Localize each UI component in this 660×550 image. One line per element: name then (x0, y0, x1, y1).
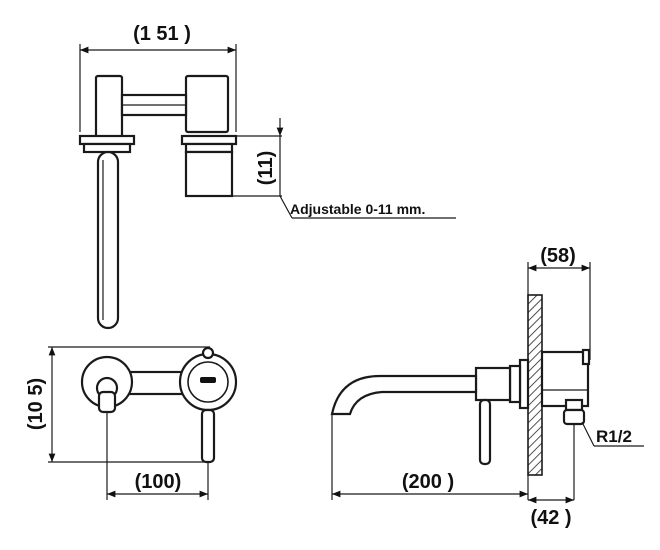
adjustable-note: Adjustable 0-11 mm. (290, 201, 425, 217)
spacing-dimension-label: (100) (135, 471, 182, 493)
height-dimension-label: (10 5) (25, 378, 47, 430)
side-view: (58) (200 ) (42 ) R1/2 (330, 245, 644, 529)
flange-right (180, 134, 238, 146)
spout-side (330, 374, 478, 416)
leader-line (279, 195, 293, 219)
front-connecting-bar (124, 370, 186, 396)
mixer-body-side (474, 366, 512, 402)
inlet-nut (564, 398, 584, 412)
thread-label: R1/2 (596, 427, 632, 446)
flange-right-lower (184, 142, 234, 154)
plate-ring (508, 364, 522, 404)
flange-left (78, 134, 136, 146)
spout-body-top (94, 74, 124, 144)
spout-pipe (96, 150, 120, 330)
spout-tip-front (97, 390, 117, 414)
handle-top-knob (201, 346, 215, 360)
width-dimension-label: (1 51 ) (133, 23, 191, 45)
body-cap (581, 348, 591, 366)
front-view: (10 5) (100) (25, 346, 238, 500)
wall-plate (518, 358, 530, 410)
projection-dimension-label: (200 ) (402, 471, 454, 493)
temperature-indicator (200, 377, 216, 383)
inlet-connector (562, 408, 586, 426)
wall-section (527, 294, 543, 476)
adjust-dimension-label: (11) (255, 151, 277, 185)
top-view: (1 51 ) (11) Adjustable 0-11 mm. (78, 23, 456, 330)
handle-lever-front (200, 408, 216, 464)
concealed-body (540, 350, 590, 408)
flange-left-lower (82, 142, 132, 154)
handle-lever-side (478, 398, 492, 466)
wall-dimension-label: (42 ) (530, 507, 571, 529)
cartridge-body (184, 150, 234, 198)
handle-body-top (184, 74, 230, 134)
depth-dimension-label: (58) (540, 245, 576, 267)
